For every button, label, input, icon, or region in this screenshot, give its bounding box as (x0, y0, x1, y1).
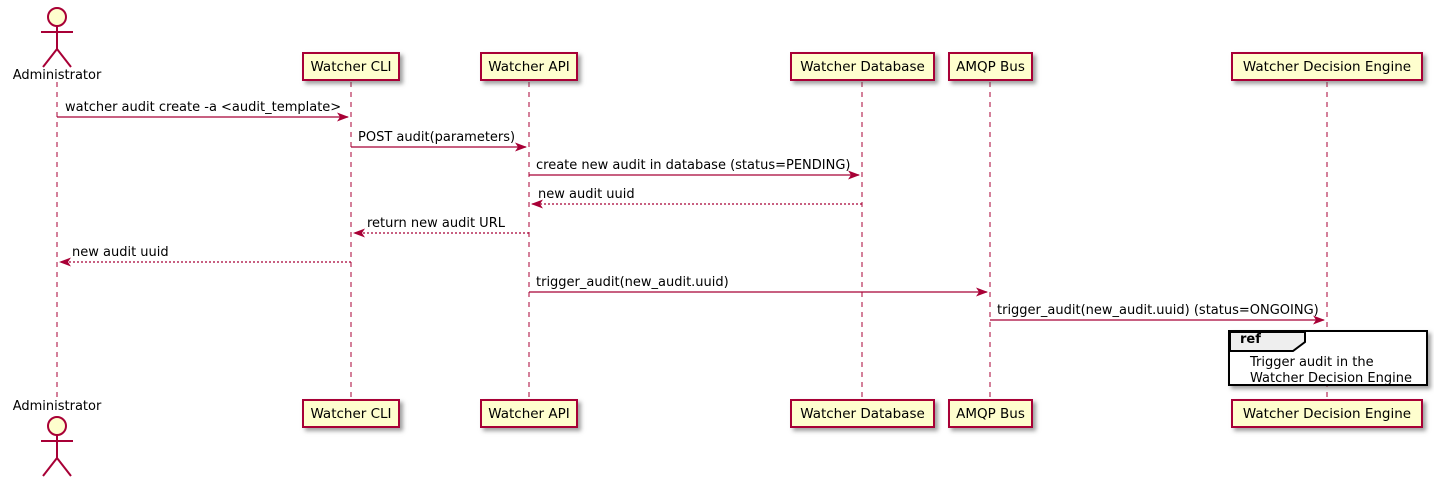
participant-watcher-database-bottom: Watcher Database (790, 399, 935, 428)
administrator-actor-icon-bottom (41, 416, 73, 477)
ref-text-line: Trigger audit in the (1250, 355, 1374, 370)
ref-fragment: ref Trigger audit in the Watcher Decisio… (1228, 330, 1428, 386)
message-label-return-new-audit-url: return new audit URL (367, 216, 505, 231)
actor-label-administrator-top: Administrator (12, 68, 102, 83)
participant-watcher-decision-engine-bottom: Watcher Decision Engine (1231, 399, 1423, 428)
message-label-trigger-audit: trigger_audit(new_audit.uuid) (536, 275, 729, 290)
participant-watcher-cli-bottom: Watcher CLI (302, 399, 400, 428)
participant-amqp-bus-top: AMQP Bus (948, 52, 1033, 81)
message-label-post-audit: POST audit(parameters) (358, 130, 516, 145)
ref-tab: ref (1229, 331, 1307, 352)
participant-amqp-bus-bottom: AMQP Bus (948, 399, 1033, 428)
administrator-actor-icon (41, 7, 73, 68)
actor-label-administrator-bottom: Administrator (12, 399, 102, 414)
ref-keyword: ref (1240, 332, 1261, 347)
participant-watcher-api-top: Watcher API (480, 52, 578, 81)
message-label-trigger-audit-ongoing: trigger_audit(new_audit.uuid) (status=ON… (997, 303, 1319, 318)
participant-watcher-database-top: Watcher Database (790, 52, 935, 81)
participant-watcher-cli-top: Watcher CLI (302, 52, 400, 81)
ref-tab-shape (1229, 331, 1306, 352)
participant-watcher-decision-engine-top: Watcher Decision Engine (1231, 52, 1423, 81)
message-label-watcher-audit-create: watcher audit create -a <audit_template> (65, 100, 342, 115)
ref-text-line: Watcher Decision Engine (1250, 371, 1412, 386)
message-label-create-new-audit: create new audit in database (status=PEN… (536, 158, 851, 173)
message-label-new-audit-uuid-to-admin: new audit uuid (72, 245, 169, 260)
participant-watcher-api-bottom: Watcher API (480, 399, 578, 428)
message-label-new-audit-uuid-return: new audit uuid (538, 187, 635, 202)
